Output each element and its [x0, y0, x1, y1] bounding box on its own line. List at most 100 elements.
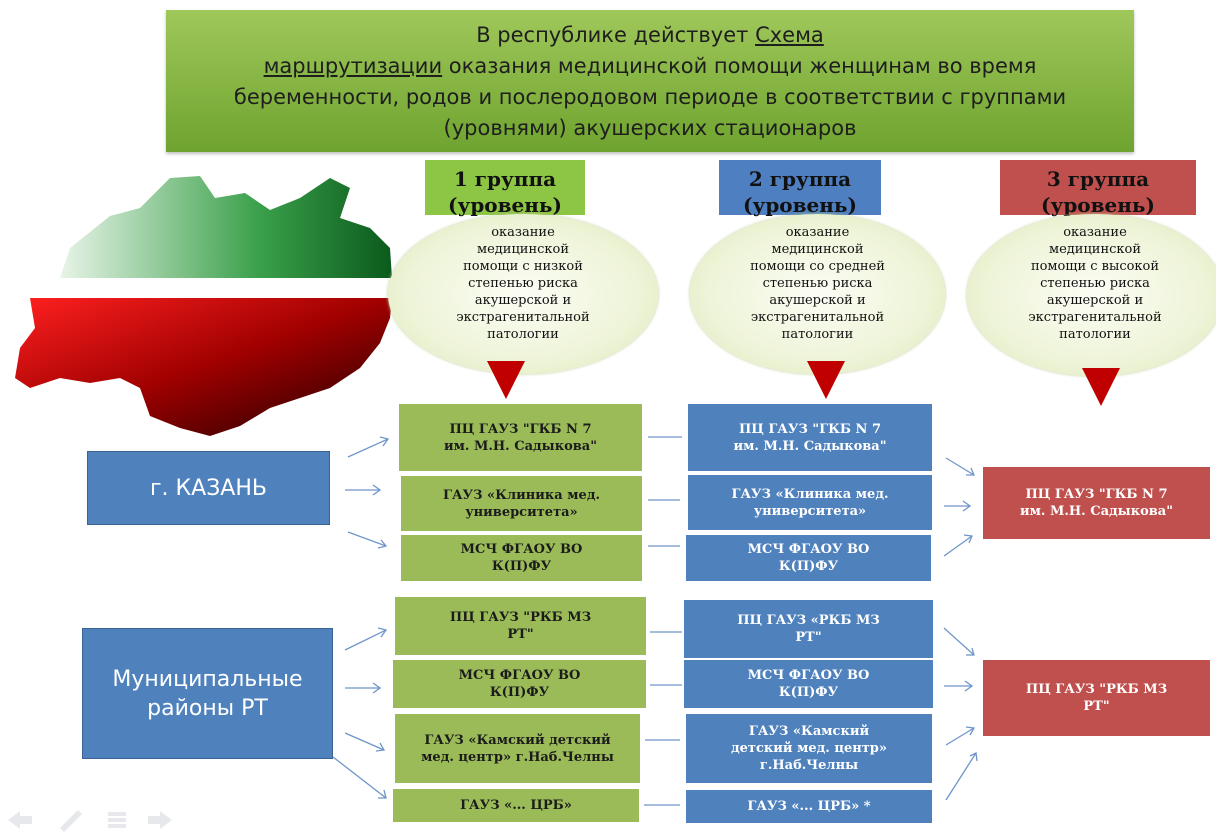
level1-rkb-box: ПЦ ГАУЗ "РКБ МЗ РТ": [395, 597, 646, 655]
desc-line: оказание: [491, 225, 555, 240]
box-line: им. М.Н. Садыкова": [444, 438, 597, 454]
desc-line: акушерской и: [769, 293, 866, 308]
desc-line: акушерской и: [474, 293, 572, 308]
header-text-1: В республике действует: [476, 23, 749, 47]
previous-slide-icon: [8, 811, 32, 829]
kazan-box: г. КАЗАНЬ: [87, 451, 330, 525]
desc-line: патологии: [1059, 327, 1131, 342]
level2-crb-box: ГАУЗ «... ЦРБ» *: [686, 790, 932, 823]
box-line: ПЦ ГАУЗ "РКБ МЗ: [1025, 682, 1168, 697]
desc-line: оказание: [1063, 225, 1127, 240]
desc-line: помощи с высокой: [1030, 259, 1160, 274]
arrow-icon: [345, 682, 382, 694]
kazan-label: г. КАЗАНЬ: [149, 475, 267, 501]
box-line: МСЧ ФГАОУ ВО: [460, 542, 583, 557]
box-line: РТ": [1083, 699, 1110, 714]
box-line: ГАУЗ «... ЦРБ» *: [747, 799, 871, 814]
desc-line: помощи со средней: [750, 259, 885, 274]
box-line: К(П)ФУ: [491, 559, 552, 574]
box-line: МСЧ ФГАОУ ВО: [747, 542, 870, 557]
group-2-subtitle: (уровень): [743, 193, 857, 217]
box-line: мед. центр» г.Наб.Челны: [421, 749, 614, 765]
group-1-subtitle: (уровень): [448, 193, 562, 217]
desc-line: медицинской: [771, 242, 864, 257]
group-3-header: 3 группа (уровень): [1000, 160, 1196, 217]
level1-university-clinic-box: ГАУЗ «Клиника мед.университета»: [401, 476, 642, 531]
arrow-icon: [945, 457, 975, 476]
desc-line: экстрагенитальной: [456, 310, 590, 325]
group-2-description: оказание медицинской помощи со средней с…: [690, 214, 945, 374]
group-1-header: 1 группа (уровень): [425, 160, 585, 217]
group-3-description: оказание медицинской помощи с высокой ст…: [967, 214, 1216, 376]
desc-line: экстрагенитальной: [750, 310, 885, 325]
box-line: К(П)ФУ: [489, 685, 550, 700]
desc-line: степенью риска: [762, 276, 873, 291]
arrow-icon: [945, 752, 978, 801]
pen-icon: [60, 810, 82, 832]
group-2-title: 2 группа: [748, 167, 852, 191]
municipal-districts-box: Муниципальные районы РТ: [82, 628, 333, 759]
header-line-3: беременности, родов и послеродовом перио…: [233, 85, 1067, 109]
desc-line: патологии: [781, 327, 854, 342]
arrow-icon: [943, 627, 975, 656]
desc-line: медицинской: [1048, 242, 1142, 257]
municipal-label-2: районы РТ: [147, 695, 268, 721]
group-1-description: оказание медицинской помощи с низкой сте…: [388, 214, 658, 374]
header-line-4: (уровнями) акушерских стационаров: [443, 116, 857, 140]
group-3-subtitle: (уровень): [1041, 193, 1155, 217]
level2-municipal-kfu-box: МСЧ ФГАОУ ВО К(П)ФУ: [684, 660, 933, 708]
box-line: г.Наб.Челны: [759, 758, 859, 773]
level1-kfu-box: МСЧ ФГАОУ ВО К(П)ФУ: [401, 535, 642, 581]
arrow-icon: [344, 627, 388, 651]
desc-line: помощи с низкой: [463, 259, 583, 274]
desc-line: патологии: [487, 327, 559, 342]
group-2-header: 2 группа (уровень): [719, 160, 881, 217]
down-arrow-icon: [807, 361, 845, 399]
box-line: университета»: [465, 504, 578, 520]
box-line: К(П)ФУ: [778, 559, 839, 574]
next-slide-icon: [148, 811, 172, 829]
box-line: ПЦ ГАУЗ "ГКБ N 7: [1025, 487, 1168, 502]
desc-line: степенью риска: [1040, 276, 1150, 291]
box-line: РТ": [507, 627, 534, 642]
tatarstan-map-image: [15, 176, 395, 436]
box-line: МСЧ ФГАОУ ВО: [747, 668, 870, 683]
box-line: университета»: [753, 503, 867, 519]
municipal-label-1: Муниципальные: [112, 666, 303, 692]
arrow-icon: [347, 436, 390, 458]
header-text-2: оказания медицинской помощи женщинам во …: [448, 54, 1037, 78]
box-line: ГАУЗ «Камский: [748, 724, 870, 739]
desc-line: степенью риска: [468, 276, 578, 291]
header-line-2: маршрутизации оказания медицинской помощ…: [166, 51, 1134, 82]
level3-rkb-box: ПЦ ГАУЗ "РКБ МЗ РТ": [983, 660, 1210, 736]
level1-municipal-kfu-box: МСЧ ФГАОУ ВО К(П)ФУ: [393, 660, 646, 708]
arrow-icon: [347, 531, 388, 549]
box-line: ПЦ ГАУЗ "ГКБ N 7: [449, 421, 592, 437]
box-line: ГАУЗ «Клиника мед.: [731, 486, 889, 502]
box-line: им. М.Н. Садыкова": [733, 438, 887, 454]
down-arrow-icon: [1082, 368, 1120, 406]
level1-crb-box: ГАУЗ «... ЦРБ»: [393, 789, 639, 822]
box-line: детский мед. центр»: [730, 741, 888, 756]
header-banner: В республике действует Схема маршрутизац…: [166, 10, 1134, 152]
slide-nav-controls: [8, 810, 172, 832]
box-line: ГАУЗ «... ЦРБ»: [460, 798, 572, 813]
group-1-title: 1 группа: [453, 167, 557, 191]
arrow-icon: [944, 680, 974, 692]
desc-line: медицинской: [476, 242, 570, 257]
level2-university-clinic-box: ГАУЗ «Клиника мед.университета»: [688, 475, 932, 530]
desc-line: экстрагенитальной: [1028, 310, 1162, 325]
box-line: ПЦ ГАУЗ "РКБ МЗ: [449, 610, 592, 625]
box-line: ПЦ ГАУЗ «РКБ МЗ: [737, 613, 880, 628]
desc-line: акушерской и: [1046, 293, 1144, 308]
header-line-1: В республике действует Схема: [166, 20, 1134, 51]
arrow-icon: [332, 756, 387, 799]
box-line: МСЧ ФГАОУ ВО: [458, 668, 581, 683]
arrow-icon: [345, 484, 382, 496]
box-line: К(П)ФУ: [778, 685, 839, 700]
box-line: им. М.Н. Садыкова": [1020, 504, 1173, 519]
level3-gkb7-box: ПЦ ГАУЗ "ГКБ N 7 им. М.Н. Садыкова": [983, 467, 1210, 539]
level2-kfu-box: МСЧ ФГАОУ ВО К(П)ФУ: [686, 535, 931, 581]
